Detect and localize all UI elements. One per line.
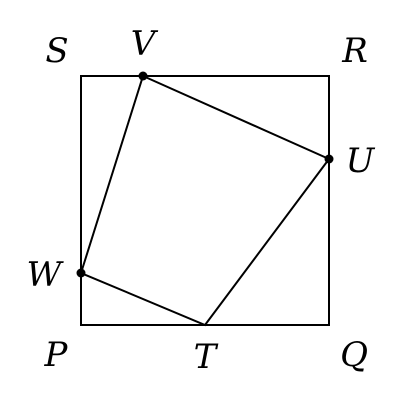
quadrilateral-tuvw	[79, 74, 331, 327]
point-v-dot	[138, 71, 148, 81]
label-p: P	[44, 335, 69, 375]
label-q: Q	[340, 335, 368, 375]
point-w-dot	[76, 268, 86, 278]
label-s: S	[45, 31, 68, 71]
label-w: W	[27, 255, 65, 295]
point-u-dot	[324, 154, 334, 164]
label-r: R	[341, 31, 368, 71]
label-v: V	[131, 24, 159, 64]
label-t: T	[194, 337, 219, 377]
label-u: U	[346, 141, 376, 181]
